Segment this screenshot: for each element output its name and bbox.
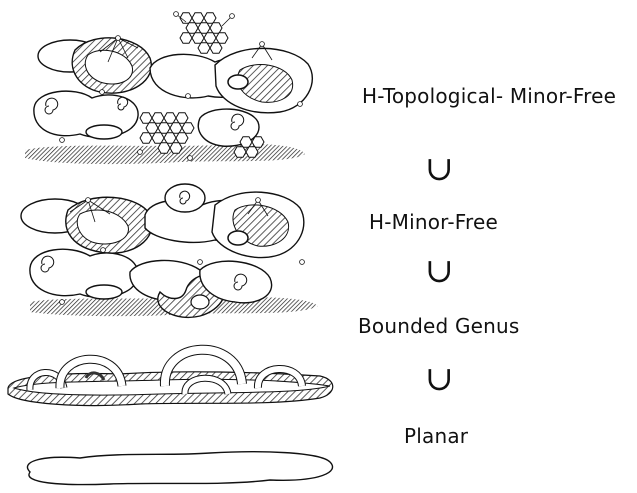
- union-symbol-2: ∪: [425, 254, 454, 288]
- union-symbol-1: ∪: [425, 152, 454, 186]
- graph-class-illustration: [0, 0, 340, 493]
- h-topological-minor-free-surface: [25, 12, 312, 164]
- hexagonal-grid-top: [180, 13, 228, 53]
- planar-surface: [27, 452, 332, 485]
- label-h-minor-free: H-Minor-Free: [369, 210, 498, 234]
- label-h-topological-minor-free: H-Topological- Minor-Free: [362, 84, 616, 108]
- label-bounded-genus: Bounded Genus: [358, 314, 520, 338]
- label-planar: Planar: [404, 424, 468, 448]
- union-symbol-3: ∪: [425, 362, 454, 396]
- bounded-genus-surface: [8, 350, 333, 406]
- h-minor-free-surface: [21, 184, 318, 317]
